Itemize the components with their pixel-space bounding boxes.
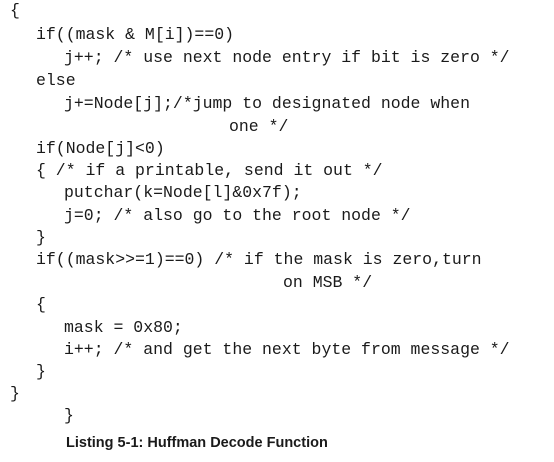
code-line: if(Node[j]<0) — [36, 139, 165, 158]
code-line: } — [10, 384, 20, 403]
code-line: if((mask>>=1)==0) /* if the mask is zero… — [36, 250, 482, 269]
code-line: { — [36, 295, 46, 314]
code-line: } — [36, 362, 46, 381]
code-line: mask = 0x80; — [64, 318, 183, 337]
code-line: one */ — [229, 117, 289, 136]
code-line: j=0; /* also go to the root node */ — [64, 206, 411, 225]
code-line: i++; /* and get the next byte from messa… — [64, 340, 510, 359]
code-line: else — [36, 71, 76, 90]
code-line: { /* if a printable, send it out */ — [36, 161, 383, 180]
code-line: { — [10, 1, 20, 20]
code-line: putchar(k=Node[l]&0x7f); — [64, 183, 302, 202]
code-line: if((mask & M[i])==0) — [36, 25, 235, 44]
listing-caption: Listing 5-1: Huffman Decode Function — [66, 435, 328, 451]
code-line: } — [36, 228, 46, 247]
code-listing: { if((mask & M[i])==0) j++; /* use next … — [10, 1, 510, 425]
code-line: j+=Node[j];/*jump to designated node whe… — [64, 94, 470, 113]
code-line: } — [64, 406, 74, 425]
code-line: j++; /* use next node entry if bit is ze… — [64, 48, 510, 67]
code-line: on MSB */ — [283, 273, 373, 292]
